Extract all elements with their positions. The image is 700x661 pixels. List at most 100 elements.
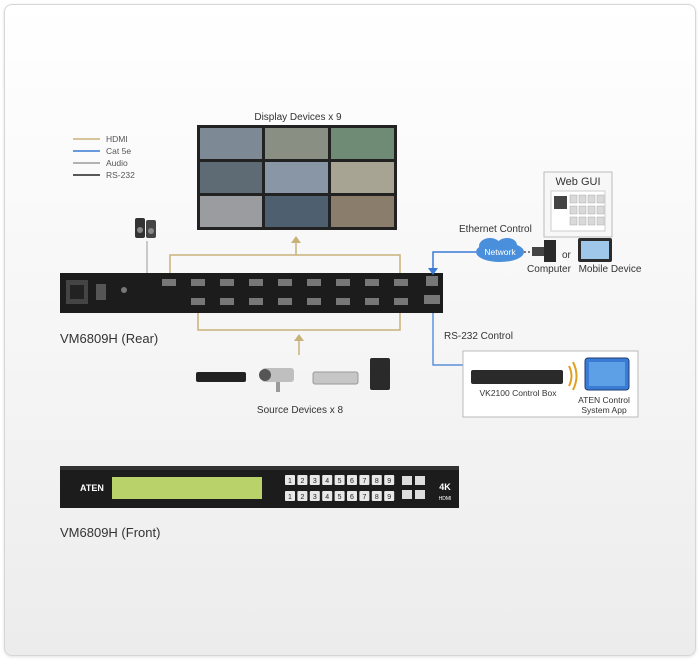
web-gui-thumbnail bbox=[554, 196, 567, 209]
control-box-label: VK2100 Control Box bbox=[479, 388, 557, 398]
front-button-label: 5 bbox=[338, 478, 342, 485]
front-input-button[interactable] bbox=[334, 475, 345, 485]
web-gui-tile bbox=[596, 216, 605, 226]
front-input-button[interactable] bbox=[371, 475, 382, 485]
control-app-label-line2: System App bbox=[581, 405, 627, 415]
hdmi-in-arrowhead bbox=[294, 334, 304, 341]
front-output-button[interactable] bbox=[347, 491, 357, 501]
display-wall bbox=[197, 125, 397, 230]
front-func-button-4 bbox=[415, 490, 425, 499]
front-button-label: 9 bbox=[387, 494, 391, 501]
display-screen-1 bbox=[200, 128, 262, 159]
web-gui-tile bbox=[587, 194, 596, 204]
rear-hdmi-output-port bbox=[249, 279, 263, 286]
rear-hdmi-input-port bbox=[191, 298, 205, 305]
ground-screw bbox=[121, 287, 127, 293]
front-output-button[interactable] bbox=[334, 491, 345, 501]
camera-icon bbox=[259, 368, 294, 392]
rear-hdmi-output-port bbox=[191, 279, 205, 286]
display-screen-2 bbox=[265, 128, 328, 159]
front-func-button-2 bbox=[415, 476, 425, 485]
control-app-label-line1: ATEN Control bbox=[578, 395, 630, 405]
front-input-button[interactable] bbox=[384, 475, 395, 485]
web-gui-box: Web GUI bbox=[543, 171, 613, 238]
front-output-button[interactable] bbox=[359, 491, 370, 501]
front-button-label: 3 bbox=[313, 494, 317, 501]
rs232-port bbox=[424, 295, 440, 304]
front-button-label: 9 bbox=[387, 478, 391, 485]
front-output-button[interactable] bbox=[285, 491, 295, 501]
front-output-button[interactable] bbox=[384, 491, 395, 501]
cat5e-arrowhead bbox=[428, 268, 438, 275]
web-gui-tile bbox=[587, 216, 596, 226]
mobile-device-label: Mobile Device bbox=[579, 264, 642, 275]
computer-icon bbox=[532, 240, 556, 262]
computer-label: Computer bbox=[527, 264, 572, 275]
front-input-button[interactable] bbox=[347, 475, 357, 485]
web-gui-tile bbox=[578, 205, 587, 215]
front-button-label: 7 bbox=[362, 478, 366, 485]
front-input-button[interactable] bbox=[285, 475, 295, 485]
front-output-button[interactable] bbox=[322, 491, 333, 501]
ethernet-port bbox=[426, 276, 438, 286]
display-screen-6 bbox=[331, 162, 394, 193]
rear-hdmi-input-port bbox=[278, 298, 292, 305]
rear-hdmi-output-port bbox=[162, 279, 176, 286]
legend-hdmi-label: HDMI bbox=[106, 134, 128, 144]
front-input-button[interactable] bbox=[322, 475, 333, 485]
display-screen-3 bbox=[331, 128, 394, 159]
rear-label: VM6809H (Rear) bbox=[60, 331, 158, 346]
hdmi-input-bracket bbox=[197, 313, 401, 331]
lcd-display bbox=[112, 477, 262, 499]
front-button-label: 8 bbox=[375, 478, 379, 485]
source-devices bbox=[196, 358, 390, 392]
rs232-control-label: RS-232 Control bbox=[444, 331, 513, 342]
legend-rs232-label: RS-232 bbox=[106, 170, 135, 180]
front-brand-label: ATEN bbox=[80, 483, 104, 493]
front-button-label: 3 bbox=[313, 478, 317, 485]
vk2100-device-icon bbox=[471, 370, 563, 384]
web-gui-tile bbox=[596, 205, 605, 215]
front-button-label: 7 bbox=[362, 494, 366, 501]
web-gui-label: Web GUI bbox=[555, 176, 600, 188]
front-button-label: 4 bbox=[325, 494, 329, 501]
bluray-player-icon bbox=[196, 372, 246, 382]
front-button-label: 8 bbox=[375, 494, 379, 501]
rear-hdmi-output-port bbox=[394, 279, 408, 286]
legend-cat5e-label: Cat 5e bbox=[106, 146, 131, 156]
front-input-button[interactable] bbox=[297, 475, 308, 485]
front-func-button-3 bbox=[402, 490, 412, 499]
front-output-button[interactable] bbox=[371, 491, 382, 501]
front-button-label: 1 bbox=[288, 478, 292, 485]
front-button-label: 6 bbox=[350, 494, 354, 501]
badge-4k: 4K bbox=[439, 482, 451, 492]
front-func-button-1 bbox=[402, 476, 412, 485]
power-switch bbox=[96, 284, 106, 300]
web-gui-tile bbox=[587, 205, 596, 215]
media-player-icon bbox=[312, 371, 359, 385]
web-gui-tile bbox=[569, 194, 578, 204]
hdmi-output-bracket bbox=[169, 254, 401, 275]
rear-hdmi-input-port bbox=[336, 298, 350, 305]
front-output-button[interactable] bbox=[309, 491, 320, 501]
rear-hdmi-ports bbox=[162, 279, 408, 305]
web-gui-tile bbox=[578, 216, 587, 226]
rear-hdmi-output-port bbox=[307, 279, 321, 286]
front-button-label: 2 bbox=[300, 494, 304, 501]
wireless-icon bbox=[568, 361, 578, 391]
source-devices-label: Source Devices x 8 bbox=[257, 405, 344, 416]
web-gui-tile bbox=[569, 216, 578, 226]
rear-hdmi-input-port bbox=[365, 298, 379, 305]
hdmi-out-arrowhead bbox=[291, 236, 301, 243]
front-output-button[interactable] bbox=[297, 491, 308, 501]
front-button-label: 2 bbox=[300, 478, 304, 485]
front-button-label: 1 bbox=[288, 494, 292, 501]
rear-hdmi-input-port bbox=[394, 298, 408, 305]
cat5e-cable bbox=[432, 251, 476, 270]
front-input-button[interactable] bbox=[309, 475, 320, 485]
or-label: or bbox=[562, 250, 572, 261]
front-input-button[interactable] bbox=[359, 475, 370, 485]
